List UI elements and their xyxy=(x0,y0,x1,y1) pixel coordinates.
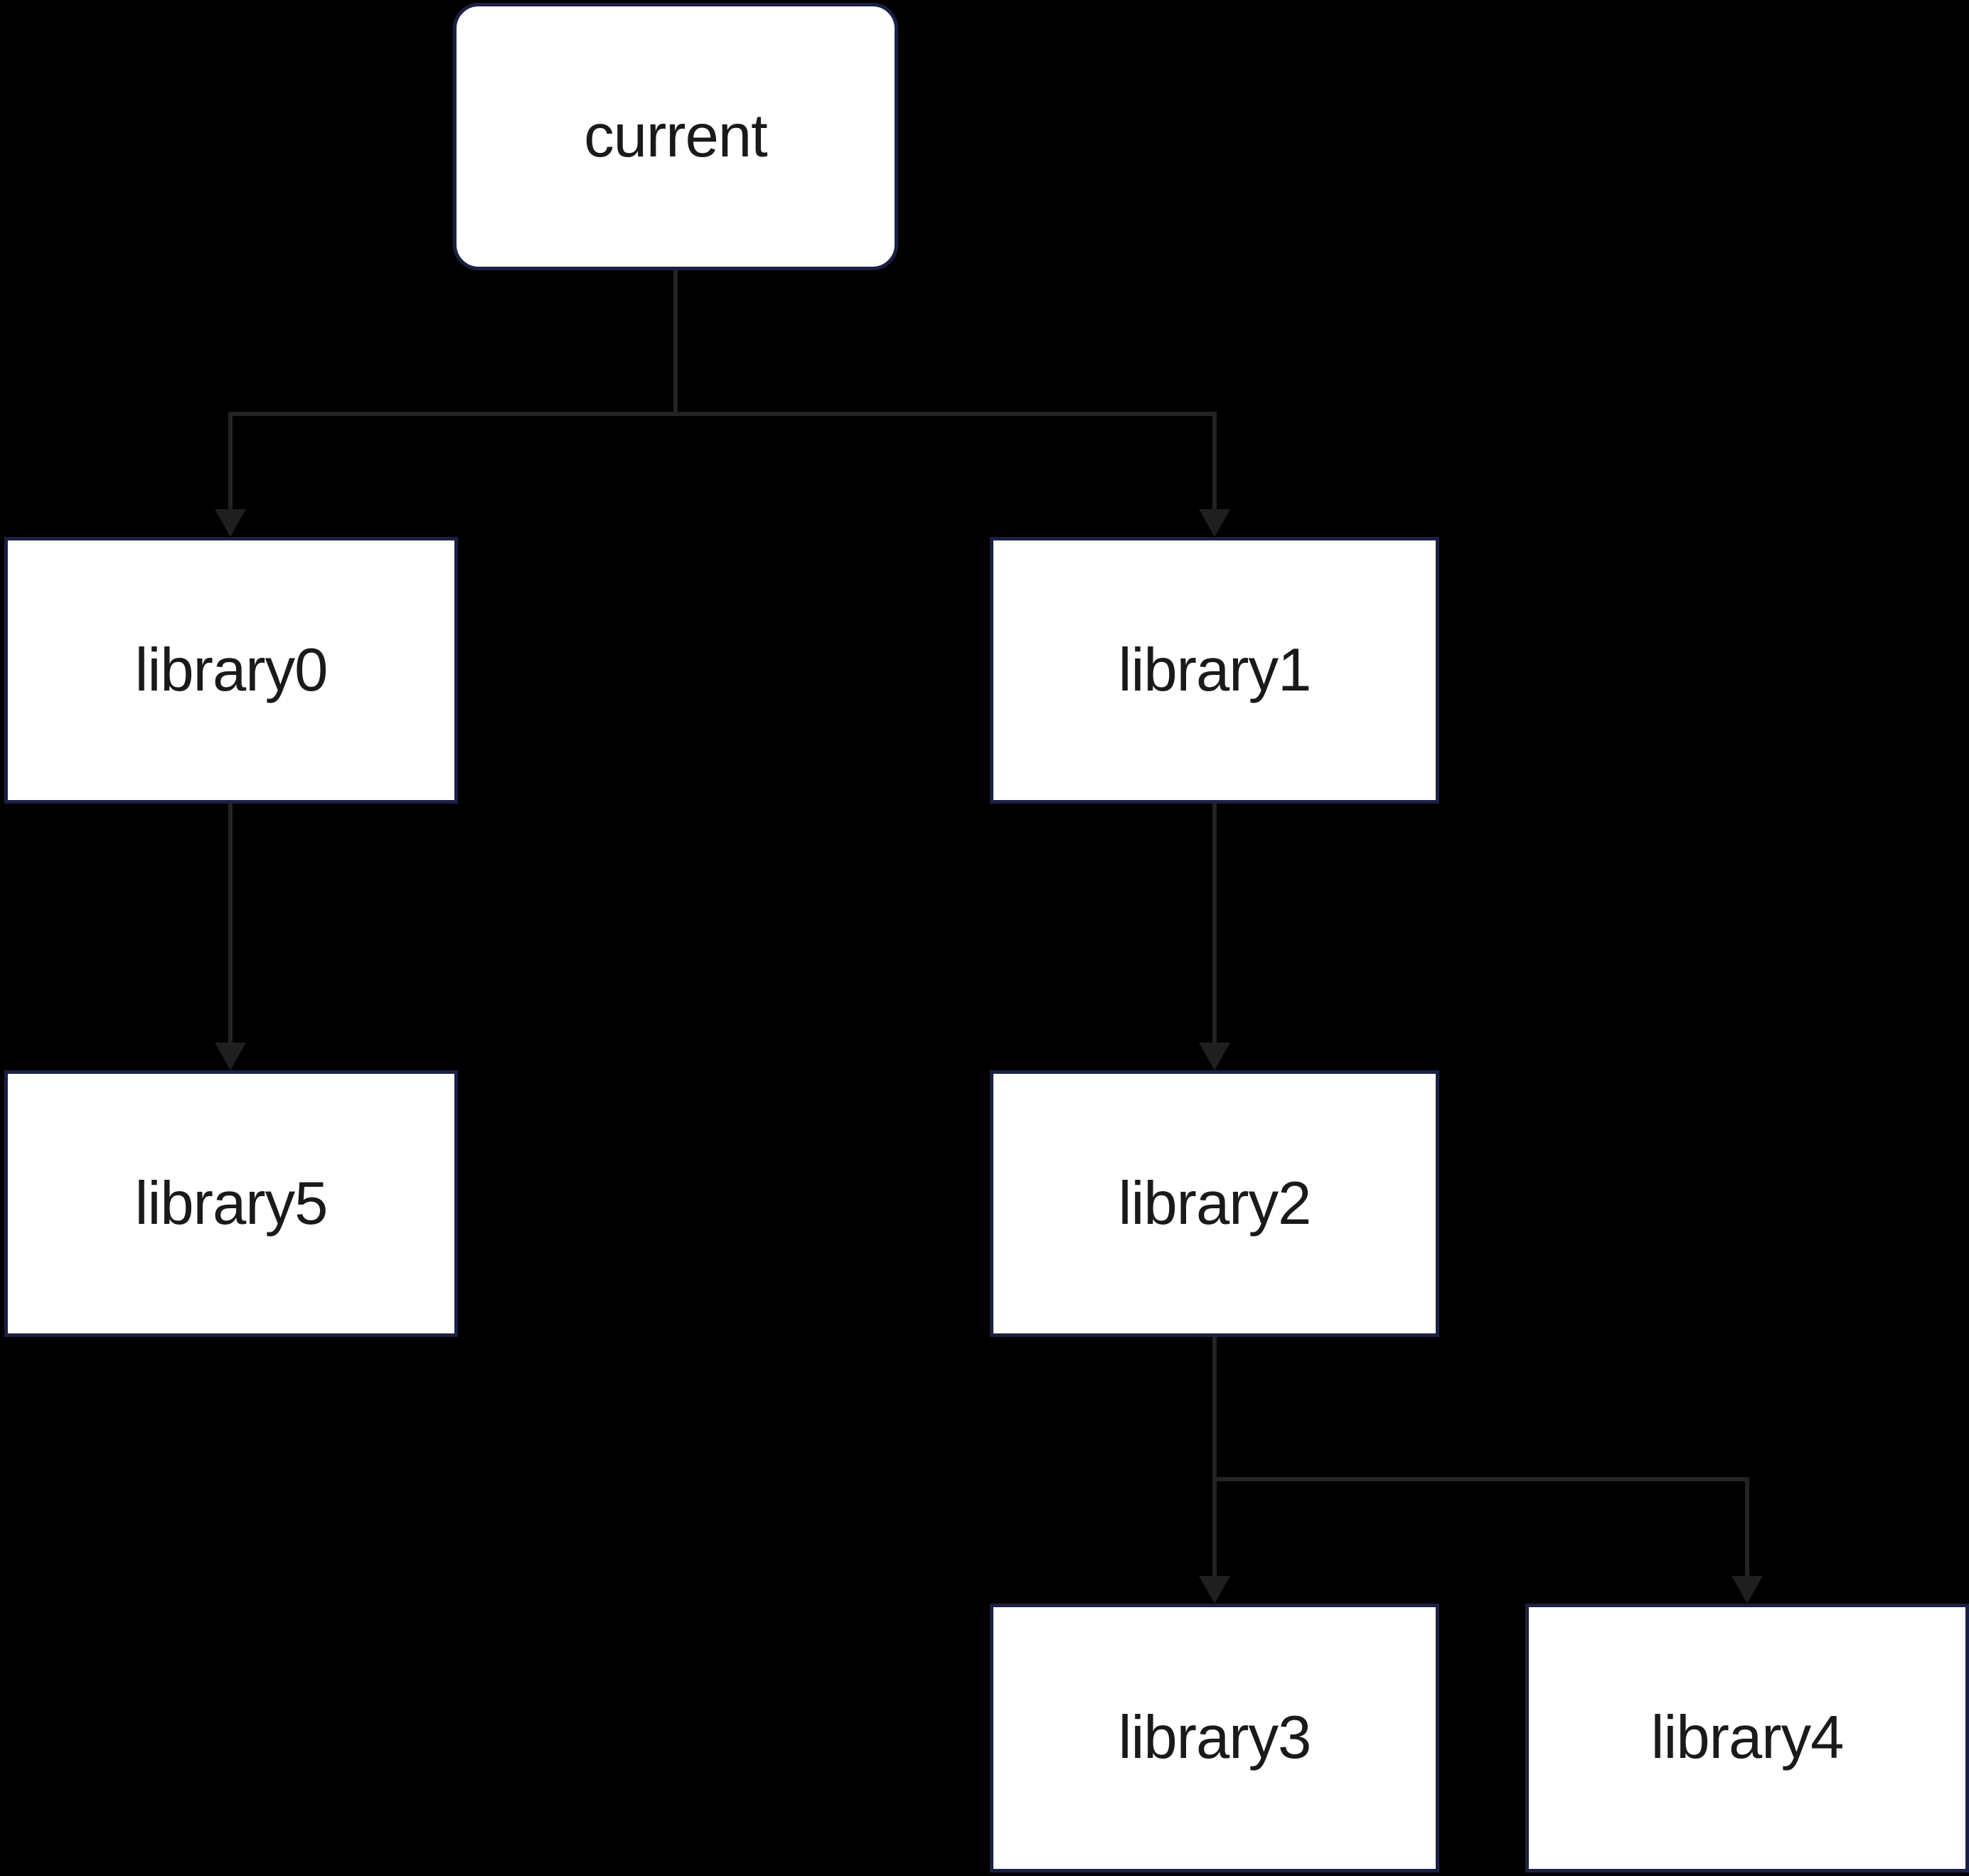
edge-library2-library4 xyxy=(1212,1337,1749,1576)
node-label: library1 xyxy=(1118,636,1312,704)
edge-current-library1 xyxy=(673,270,1217,509)
arrowhead-library1-library2 xyxy=(1199,1043,1230,1070)
node-label: library5 xyxy=(134,1169,329,1237)
arrowhead-current-library0 xyxy=(215,509,246,537)
node-label: library4 xyxy=(1650,1704,1845,1771)
node-library0[interactable]: library0 xyxy=(4,537,458,804)
node-library3[interactable]: library3 xyxy=(990,1604,1439,1872)
arrowhead-library0-library5 xyxy=(215,1043,246,1070)
node-library1[interactable]: library1 xyxy=(990,537,1439,804)
arrowhead-library2-library3 xyxy=(1199,1576,1230,1604)
arrowhead-current-library1 xyxy=(1199,509,1230,537)
node-label: library2 xyxy=(1118,1169,1312,1237)
node-library2[interactable]: library2 xyxy=(990,1070,1439,1337)
node-label: library0 xyxy=(134,636,329,704)
node-library5[interactable]: library5 xyxy=(4,1070,458,1337)
node-current[interactable]: current xyxy=(453,3,898,270)
node-library4[interactable]: library4 xyxy=(1525,1604,1969,1872)
arrowhead-library2-library4 xyxy=(1731,1576,1763,1604)
node-label: current xyxy=(584,102,768,170)
edge-current-library0 xyxy=(228,270,678,509)
node-label: library3 xyxy=(1118,1704,1312,1771)
